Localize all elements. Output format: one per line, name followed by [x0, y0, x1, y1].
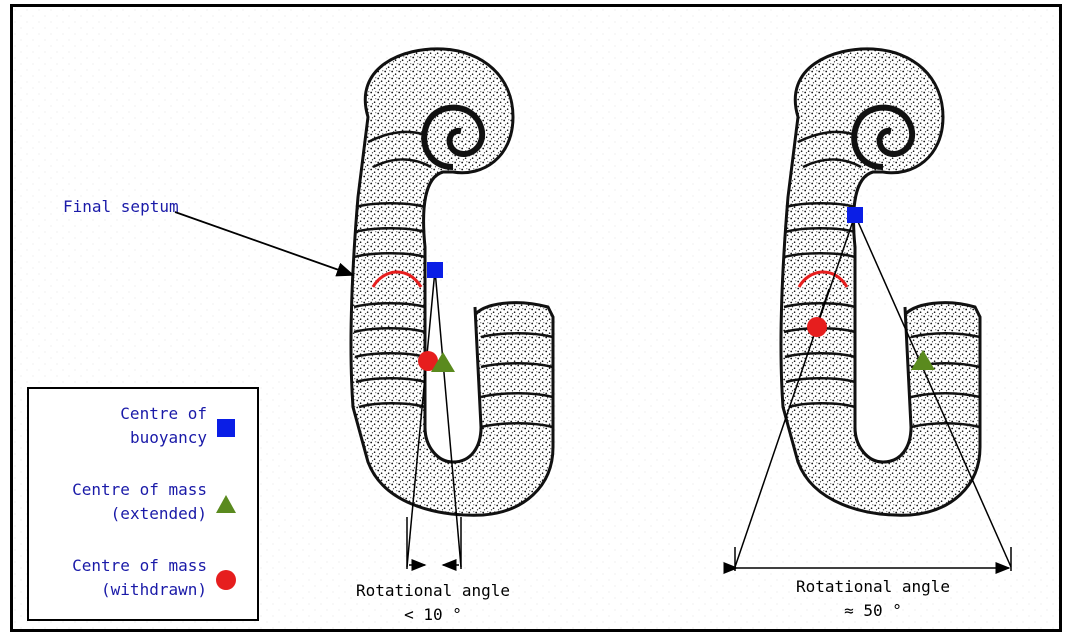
right-angle-title: Rotational angle	[793, 577, 953, 596]
left-angle-title: Rotational angle	[353, 581, 513, 600]
legend-item-buoyancy-line2: buoyancy	[130, 427, 207, 449]
legend-item-mass-extended: Centre of mass (extended)	[29, 479, 257, 535]
legend-circle-icon	[215, 569, 239, 593]
right-buoyancy-marker	[847, 207, 863, 223]
legend-item-buoyancy: Centre of buoyancy	[29, 403, 257, 459]
legend-item-mass-withdrawn: Centre of mass (withdrawn)	[29, 555, 257, 611]
legend-item-mass-extended-line2: (extended)	[111, 503, 207, 525]
legend-item-mass-extended-line1: Centre of mass	[72, 479, 207, 501]
legend-triangle-icon	[215, 493, 239, 517]
right-mass-withdrawn-marker	[807, 317, 827, 337]
left-angle-value: < 10 °	[353, 605, 513, 624]
right-angle-value: ≈ 50 °	[793, 601, 953, 620]
left-buoyancy-marker	[427, 262, 443, 278]
legend-square-icon	[215, 417, 239, 441]
legend-item-mass-withdrawn-line1: Centre of mass	[72, 555, 207, 577]
legend-item-buoyancy-line1: Centre of	[120, 403, 207, 425]
legend: Centre of buoyancy Centre of mass (exten…	[27, 387, 259, 621]
final-septum-label: Final septum	[63, 197, 179, 216]
legend-item-mass-withdrawn-line2: (withdrawn)	[101, 579, 207, 601]
diagram-frame: Final septum Rotational angle < 10 ° Rot…	[10, 4, 1062, 632]
